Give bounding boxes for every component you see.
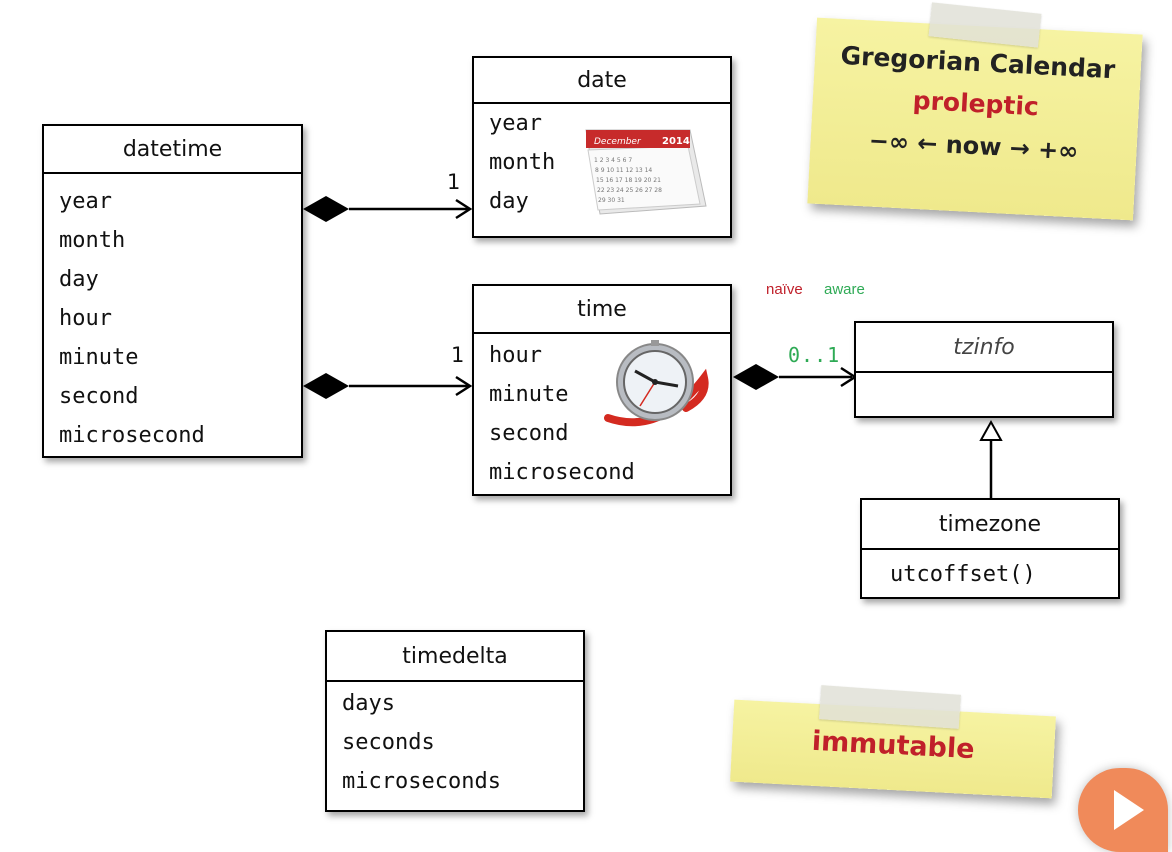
attribute: minute — [59, 345, 139, 370]
note-gregorian-calendar: Gregorian Calendar proleptic −∞ ← now → … — [807, 17, 1143, 221]
generalization-triangle — [979, 419, 1003, 441]
attribute: microseconds — [342, 769, 501, 794]
multiplicity-tzinfo: 0..1 — [788, 343, 841, 367]
composition-diamond-time — [303, 373, 349, 399]
arrowhead-date — [455, 198, 473, 220]
naive-label: naïve — [766, 281, 803, 298]
attribute: microsecond — [59, 423, 205, 448]
method: utcoffset() — [890, 562, 1036, 587]
class-date-attributes: year month day — [474, 104, 730, 221]
arrowhead-time — [455, 375, 473, 397]
attribute: month — [59, 228, 126, 253]
class-tzinfo-name: tzinfo — [856, 323, 1112, 373]
svg-text:15 16 17 18 19 20 21: 15 16 17 18 19 20 21 — [596, 177, 661, 184]
aware-label: aware — [824, 281, 865, 298]
note-immutable-text: immutable — [811, 725, 976, 766]
svg-text:December: December — [594, 137, 642, 147]
attribute: hour — [59, 306, 112, 331]
class-timezone-name: timezone — [862, 500, 1118, 550]
attribute: year — [489, 111, 542, 136]
svg-text:2014: 2014 — [662, 136, 690, 147]
attribute: month — [489, 150, 556, 175]
note-calendar-line3: −∞ ← now → +∞ — [868, 126, 1079, 166]
svg-text:1 2 3 4 5 6 7: 1 2 3 4 5 6 7 — [594, 157, 632, 164]
class-date-name: date — [474, 58, 730, 104]
class-datetime: datetime year month day hour minute seco… — [42, 124, 303, 458]
calendar-icon: December 2014 1 2 3 4 5 6 7 8 9 10 11 12… — [585, 129, 707, 215]
attribute: year — [59, 189, 112, 214]
class-timedelta-name: timedelta — [327, 632, 583, 682]
attribute: second — [59, 384, 139, 409]
class-timedelta-attributes: days seconds microseconds — [327, 682, 583, 801]
attribute: second — [489, 421, 569, 446]
class-timezone-methods: utcoffset() — [862, 550, 1118, 594]
multiplicity-time: 1 — [451, 343, 465, 367]
multiplicity-date: 1 — [447, 170, 461, 194]
composition-diamond-date — [303, 196, 349, 222]
clock-icon — [604, 340, 709, 427]
composition-diamond-tzinfo — [733, 364, 779, 390]
svg-text:22 23 24 25 26 27 28: 22 23 24 25 26 27 28 — [597, 187, 662, 194]
class-timezone: timezone utcoffset() — [860, 498, 1120, 599]
attribute: day — [59, 267, 99, 292]
class-time-name: time — [474, 286, 730, 334]
note-calendar-line2: proleptic — [912, 85, 1040, 122]
attribute: days — [342, 691, 395, 716]
play-icon — [1114, 790, 1144, 830]
svg-text:29 30 31: 29 30 31 — [598, 197, 625, 204]
class-datetime-name: datetime — [44, 126, 301, 174]
svg-text:8 9 10 11 12 13 14: 8 9 10 11 12 13 14 — [595, 167, 652, 174]
attribute: microsecond — [489, 460, 635, 485]
attribute: hour — [489, 343, 542, 368]
class-tzinfo: tzinfo — [854, 321, 1114, 418]
attribute: seconds — [342, 730, 435, 755]
play-button[interactable] — [1078, 768, 1168, 852]
attribute: day — [489, 189, 529, 214]
attribute: minute — [489, 382, 569, 407]
class-time-attributes: hour minute second microsecond — [474, 334, 730, 492]
note-calendar-line1: Gregorian Calendar — [839, 40, 1116, 85]
class-datetime-attributes: year month day hour minute second micros… — [44, 174, 301, 455]
class-timedelta: timedelta days seconds microseconds — [325, 630, 585, 812]
